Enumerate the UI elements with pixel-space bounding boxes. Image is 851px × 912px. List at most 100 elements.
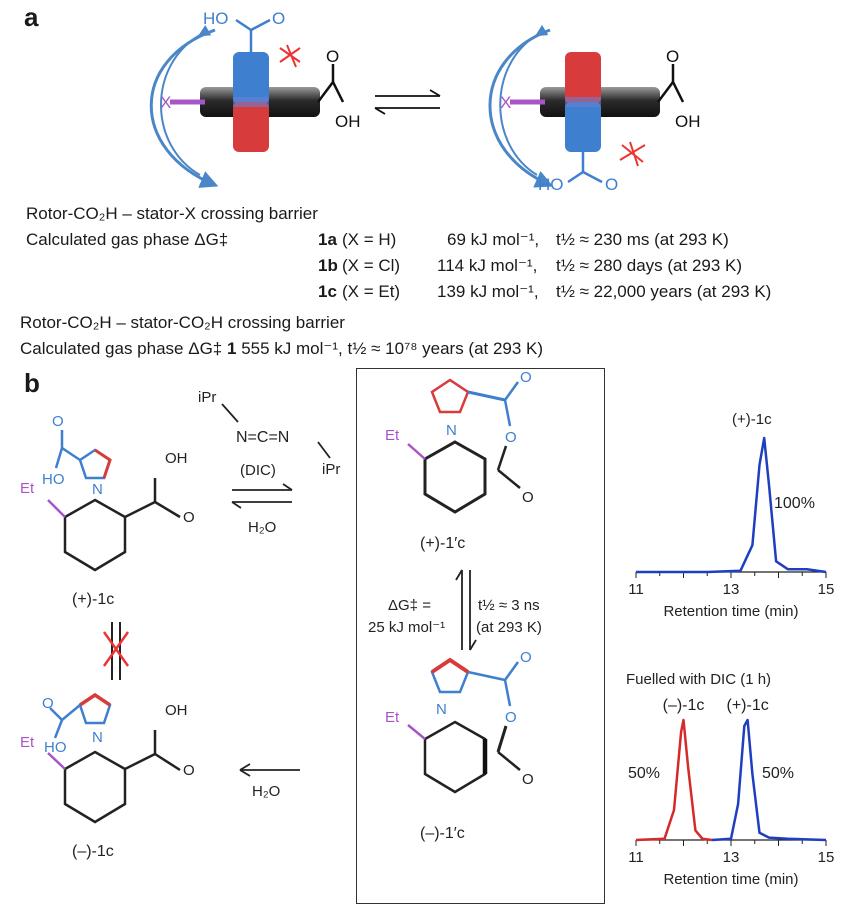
atom-o: O bbox=[505, 709, 517, 726]
water-label-bottom: H₂O bbox=[252, 783, 280, 800]
rotor-ho-label: HO bbox=[538, 175, 564, 194]
x-tick-label: 15 bbox=[818, 849, 835, 866]
row-1c-compound: 1c bbox=[318, 282, 337, 301]
x-substituent-label: X bbox=[160, 93, 171, 112]
dic-name-label: (DIC) bbox=[240, 462, 276, 479]
structure-plus-1c: O HO N OH O Et bbox=[20, 413, 195, 572]
x-tick-label: 11 bbox=[628, 581, 644, 598]
stator-o-label: O bbox=[326, 47, 339, 66]
row-1a-half-life: t½ ≈ 230 ms (at 293 K) bbox=[556, 230, 729, 249]
stator-oh-label: OH bbox=[675, 112, 701, 131]
atom-n: N bbox=[436, 701, 447, 718]
peak-label: (–)-1c bbox=[663, 697, 705, 714]
atom-ho: HO bbox=[42, 471, 65, 488]
water-label-top: H₂O bbox=[248, 519, 276, 536]
rotor-red-half bbox=[565, 52, 601, 104]
rotor-o-label: O bbox=[605, 175, 618, 194]
row-1c-cond: (X = Et) bbox=[342, 282, 401, 301]
barrier-dg-label: ΔG‡ = bbox=[388, 597, 431, 614]
series-line bbox=[711, 718, 827, 842]
rotor-stator-calc-prefix: Calculated gas phase ΔG‡ bbox=[26, 230, 229, 249]
hydrolysis-arrow-icon bbox=[239, 763, 300, 777]
row-1b-cond: (X = Cl) bbox=[342, 256, 401, 275]
panel-b-label: b bbox=[24, 368, 40, 398]
racemization-arrows-icon bbox=[455, 569, 477, 651]
label-minus-1c: (–)-1c bbox=[72, 843, 114, 860]
rotor-rotor-value: 555 kJ mol⁻¹, t½ ≈ 10⁷⁸ years (at 293 K) bbox=[241, 339, 544, 358]
row-1a-cond: (X = H) bbox=[342, 230, 397, 249]
atom-ho: HO bbox=[44, 739, 67, 756]
dic-reagent: iPr N=C=N iPr (DIC) bbox=[198, 389, 340, 479]
atom-o: O bbox=[520, 649, 532, 666]
atom-o: O bbox=[505, 429, 517, 446]
percent-annotation: 50% bbox=[628, 765, 660, 782]
equilibrium-arrows-icon bbox=[374, 89, 441, 115]
carbodiimide-label: N=C=N bbox=[236, 429, 289, 446]
rotation-arrow-icon bbox=[488, 28, 554, 188]
atom-o: O bbox=[52, 413, 64, 430]
atom-o: O bbox=[520, 369, 532, 386]
forward-reverse-arrows-icon bbox=[231, 483, 293, 509]
reaction-scheme: O HO N OH O Et (+)-1c O HO N OH O Et (– bbox=[20, 369, 542, 860]
label-plus-1c: (+)-1c bbox=[72, 591, 114, 608]
rotation-arrow-icon bbox=[160, 24, 212, 176]
rotor-rotor-line: Calculated gas phase ΔG‡ 1 555 kJ mol⁻¹,… bbox=[20, 339, 543, 359]
label-minus-1prime-c: (–)-1′c bbox=[420, 825, 465, 842]
structure-minus-1c: O HO N OH O Et bbox=[20, 692, 195, 824]
x-axis-label: Retention time (min) bbox=[663, 871, 798, 888]
rotation-arrow-icon bbox=[499, 24, 549, 176]
barrier-temp: (at 293 K) bbox=[476, 619, 542, 636]
ipr-top-label: iPr bbox=[198, 389, 216, 406]
atom-oh: OH bbox=[165, 702, 188, 719]
steric-clash-icon bbox=[279, 44, 301, 68]
panel-a-label: a bbox=[24, 2, 39, 32]
rotor-left: X HO O O OH bbox=[149, 9, 361, 188]
stator-cooh-bond bbox=[317, 81, 334, 103]
stator-o-label: O bbox=[666, 47, 679, 66]
barrier-t-half: t½ ≈ 3 ns bbox=[478, 597, 540, 614]
atom-o: O bbox=[522, 489, 534, 506]
rotor-blue-half bbox=[565, 102, 601, 152]
rotor-schematic: X HO O O OH X HO O bbox=[149, 9, 701, 194]
chart-title: Fuelled with DIC (1 h) bbox=[626, 671, 771, 688]
rotor-ho-label: HO bbox=[203, 9, 229, 28]
structure-plus-1prime-c: O O O N Et bbox=[385, 369, 534, 514]
rotor-blue-half bbox=[233, 52, 269, 104]
atom-o: O bbox=[183, 762, 195, 779]
peak-label: (+)-1c bbox=[727, 697, 769, 714]
series-line bbox=[636, 436, 827, 574]
atom-o: O bbox=[42, 695, 54, 712]
x-substituent-label: X bbox=[500, 93, 511, 112]
label-plus-1prime-c: (+)-1′c bbox=[420, 535, 465, 552]
stator-oh-label: OH bbox=[335, 112, 361, 131]
percent-annotation: 100% bbox=[774, 495, 815, 512]
blocked-equilibrium-icon bbox=[102, 622, 130, 680]
rotor-right: X HO O O OH bbox=[488, 24, 701, 194]
atom-n: N bbox=[92, 729, 103, 746]
percent-annotation: 50% bbox=[762, 765, 794, 782]
rotor-rotor-calc-prefix: Calculated gas phase ΔG‡ bbox=[20, 339, 223, 358]
rotor-stator-title: Rotor-CO₂H – stator-X crossing barrier bbox=[26, 204, 318, 223]
row-1a-energy: 69 kJ mol⁻¹, bbox=[447, 230, 540, 249]
barrier-dg-value: 25 kJ mol⁻¹ bbox=[368, 619, 445, 636]
atom-oh: OH bbox=[165, 450, 188, 467]
x-tick-label: 15 bbox=[818, 581, 835, 598]
row-1c-energy: 139 kJ mol⁻¹, bbox=[437, 282, 539, 301]
row-1b-compound: 1b bbox=[318, 256, 338, 275]
atom-et: Et bbox=[20, 480, 35, 497]
steric-clash-icon bbox=[619, 141, 646, 167]
chart-title: (+)-1c bbox=[732, 411, 772, 428]
atom-n: N bbox=[92, 481, 103, 498]
atom-et: Et bbox=[385, 427, 400, 444]
rotor-rotor-title: Rotor-CO₂H – stator-CO₂H crossing barrie… bbox=[20, 313, 345, 332]
atom-n: N bbox=[446, 422, 457, 439]
series-line bbox=[635, 718, 713, 842]
rotor-rotor-compound: 1 bbox=[227, 339, 237, 358]
row-1b-half-life: t½ ≈ 280 days (at 293 K) bbox=[556, 256, 743, 275]
rotor-o-label: O bbox=[272, 9, 285, 28]
atom-et: Et bbox=[385, 709, 400, 726]
row-1a-compound: 1a bbox=[318, 230, 337, 249]
atom-o: O bbox=[522, 771, 534, 788]
x-axis-label: Retention time (min) bbox=[663, 603, 798, 620]
